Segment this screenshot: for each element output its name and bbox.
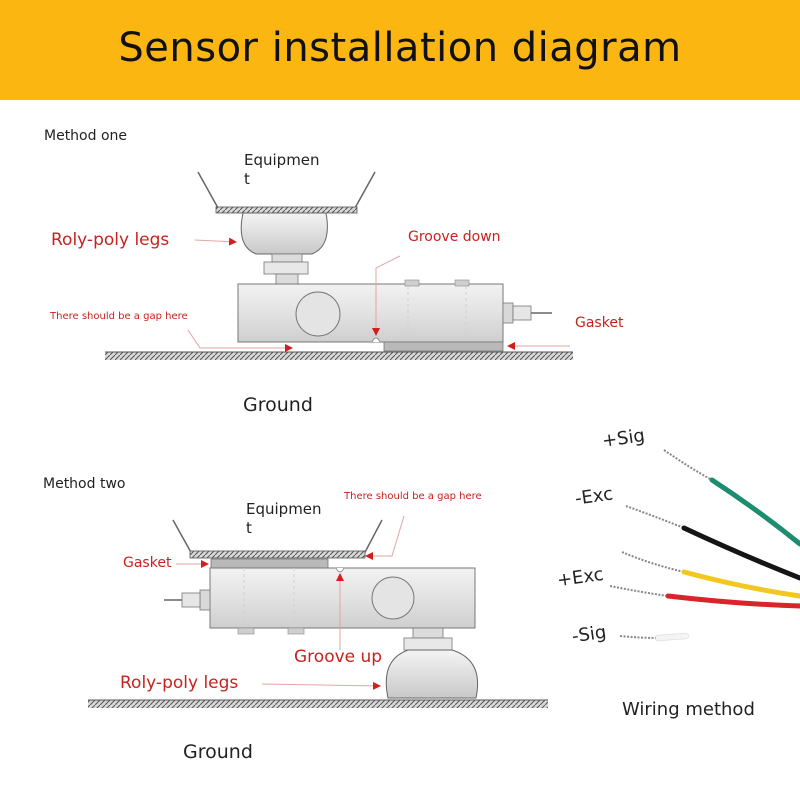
- method-two-gasket-label: Gasket: [123, 555, 172, 571]
- wire-minus-exc: [625, 505, 800, 581]
- wire-insulation: [655, 633, 689, 641]
- load-cell-hole-2: [371, 576, 415, 620]
- method-two-equipment-label: Equipment: [246, 500, 322, 537]
- wiring-method-title: Wiring method: [622, 699, 755, 720]
- roly-poly-foot-2: [385, 649, 479, 699]
- equipment-base: [215, 206, 358, 214]
- method-one-groove-label: Groove down: [408, 229, 501, 245]
- load-cell-body: [237, 283, 504, 343]
- wire-insulation: [681, 525, 800, 581]
- method-one-legs-label: Roly-poly legs: [51, 230, 170, 250]
- method-one-gap-label: There should be a gap here: [50, 311, 188, 322]
- method-two-groove-label: Groove up: [294, 647, 383, 667]
- method-one-title: Method one: [44, 128, 128, 144]
- equipment-base-2: [189, 550, 366, 559]
- page-title: Sensor installation diagram: [118, 25, 682, 71]
- method-two-drawing: [88, 515, 548, 708]
- method-two-ground-label: Ground: [183, 741, 253, 763]
- load-cell-body-2: [209, 567, 476, 629]
- method-two-title: Method two: [43, 476, 126, 492]
- equipment-outline-2: [172, 519, 383, 557]
- equipment-outline: [197, 171, 376, 209]
- gasket-2: [210, 558, 329, 569]
- method-one-drawing: [105, 171, 573, 360]
- wire-insulation: [681, 569, 800, 599]
- gasket: [383, 341, 504, 352]
- wire-plus-exc: [621, 551, 800, 599]
- ground-surface-2: [88, 700, 548, 708]
- method-two-legs-label: Roly-poly legs: [120, 673, 239, 693]
- wiring-drawing: [609, 449, 800, 641]
- roly-poly-foot: [240, 212, 328, 255]
- wire-minus-sig: [619, 633, 689, 641]
- method-one-gasket-label: Gasket: [575, 315, 624, 331]
- wire-plus-sig: [663, 449, 800, 547]
- wire-red: [609, 585, 800, 609]
- method-two-gap-label: There should be a gap here: [344, 491, 482, 502]
- load-cell-hole: [295, 291, 341, 337]
- method-one-equipment-label: Equipment: [244, 151, 320, 188]
- wire-insulation: [665, 593, 800, 609]
- method-one-ground-label: Ground: [243, 394, 313, 416]
- header-banner: [0, 0, 800, 100]
- ground-surface: [105, 352, 573, 360]
- wire-insulation: [709, 477, 800, 547]
